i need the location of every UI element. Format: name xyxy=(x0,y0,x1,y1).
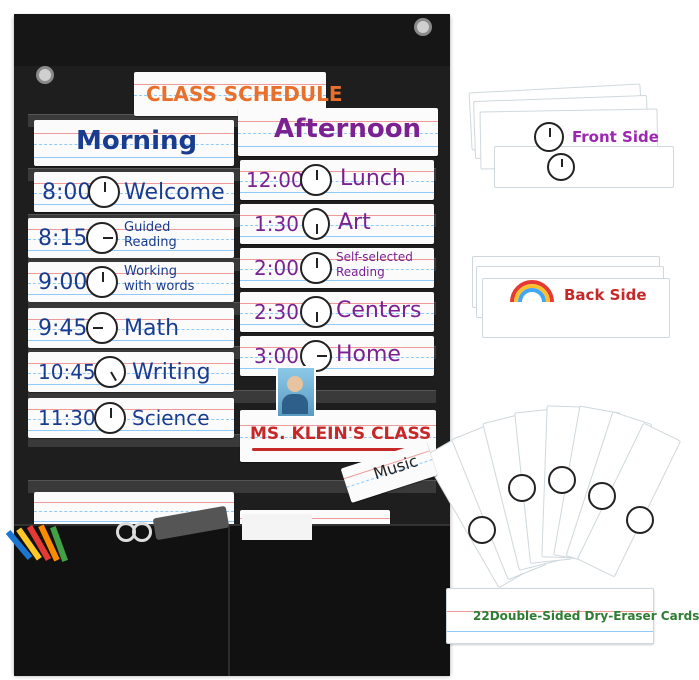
rainbow-icon xyxy=(510,280,556,302)
afternoon-header: Afternoon xyxy=(274,114,422,144)
time-label: 2:00 xyxy=(254,256,299,280)
schedule-title: CLASS SCHEDULE xyxy=(146,82,343,106)
book-in-pouch xyxy=(242,514,312,540)
time-label: 1:30 xyxy=(254,212,299,236)
clock-icon xyxy=(548,466,576,494)
class-label: MS. KLEIN'S CLASS xyxy=(250,424,432,444)
clock-icon xyxy=(626,506,654,534)
activity-label: Welcome xyxy=(124,180,225,205)
time-label: 11:30 xyxy=(38,406,96,430)
grommet xyxy=(414,18,432,36)
afternoon-card: Afternoon xyxy=(238,108,438,156)
front-side-panel: Front Side xyxy=(464,83,674,198)
clock-icon xyxy=(300,296,332,328)
clock-icon xyxy=(468,516,496,544)
time-label: 3:00 xyxy=(254,344,299,368)
activity-label: Science xyxy=(132,406,210,430)
teacher-photo xyxy=(276,366,316,418)
clock-icon xyxy=(86,266,118,298)
time-label: 9:45 xyxy=(38,316,88,341)
schedule-card-morning: 8:15 Guided Reading xyxy=(28,218,234,258)
back-side-panel: Back Side xyxy=(472,256,672,344)
time-label: 9:00 xyxy=(38,270,88,295)
peek-card-label: Music xyxy=(371,451,421,484)
schedule-card-afternoon: 12:00 Lunch xyxy=(240,160,434,200)
clock-icon xyxy=(300,164,332,196)
activity-label: Math xyxy=(124,316,180,341)
activity-label: Working with words xyxy=(124,264,195,294)
activity-label: Lunch xyxy=(340,166,406,191)
time-label: 8:15 xyxy=(38,226,88,251)
clock-icon xyxy=(300,252,332,284)
clock-icon xyxy=(534,122,564,152)
title-card: CLASS SCHEDULE xyxy=(134,72,343,116)
activity-label: Writing xyxy=(132,360,211,385)
cards-caption: 22Double-Sided Dry-Eraser Cards xyxy=(473,609,699,623)
clock-icon xyxy=(508,474,536,502)
schedule-card-afternoon: 3:00 Home xyxy=(240,336,434,376)
schedule-card-afternoon: 2:30 Centers xyxy=(240,292,434,332)
storage-pouch xyxy=(14,524,450,676)
morning-card: Morning xyxy=(34,120,234,166)
grommet xyxy=(36,66,54,84)
front-side-label: Front Side xyxy=(572,128,659,146)
clock-icon xyxy=(86,312,118,344)
schedule-card-morning: 9:00 Working with words xyxy=(28,262,234,302)
activity-label: Self-selected Reading xyxy=(336,250,413,279)
chart-header-bar xyxy=(14,14,450,66)
activity-label: Home xyxy=(336,342,401,367)
schedule-card-afternoon: 2:00 Self-selected Reading xyxy=(240,248,434,288)
clock-icon xyxy=(86,222,118,254)
cards-caption-card: 22Double-Sided Dry-Eraser Cards xyxy=(446,588,699,644)
pocket-chart: CLASS SCHEDULE Morning Afternoon 8:00 We… xyxy=(5,14,450,676)
time-label: 8:00 xyxy=(42,180,92,205)
activity-label: Guided Reading xyxy=(124,220,177,250)
clock-icon xyxy=(94,402,126,434)
pocket-strip xyxy=(28,480,436,493)
back-side-label: Back Side xyxy=(564,286,647,304)
schedule-card-morning: 10:45 Writing xyxy=(28,352,234,392)
schedule-card-morning: 11:30 Science xyxy=(28,398,234,438)
clock-icon xyxy=(94,356,126,388)
time-label: 10:45 xyxy=(38,360,96,384)
colored-pencils xyxy=(5,520,74,562)
activity-label: Art xyxy=(338,210,371,235)
fanned-cards xyxy=(422,396,682,636)
scissors-icon xyxy=(114,512,154,552)
schedule-card-morning: 9:45 Math xyxy=(28,308,234,348)
clock-icon xyxy=(588,482,616,510)
time-label: 12:00 xyxy=(246,168,304,192)
morning-header: Morning xyxy=(76,126,198,156)
clock-icon xyxy=(302,208,330,240)
schedule-card-afternoon: 1:30 Art xyxy=(240,204,434,244)
clock-icon xyxy=(88,176,120,208)
activity-label: Centers xyxy=(336,298,422,323)
time-label: 2:30 xyxy=(254,300,299,324)
schedule-card-morning: 8:00 Welcome xyxy=(34,172,234,212)
class-card: MS. KLEIN'S CLASS xyxy=(240,410,436,462)
